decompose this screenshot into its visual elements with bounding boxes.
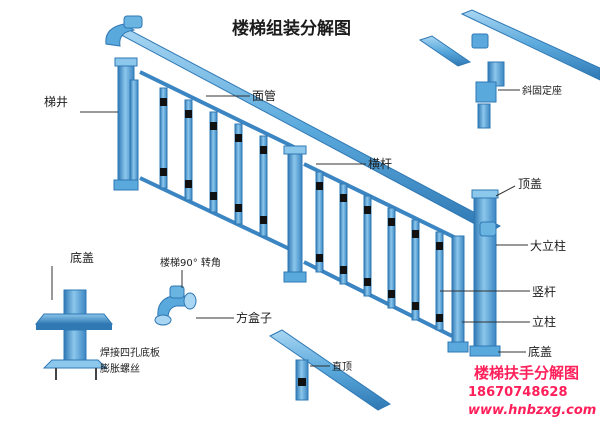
label-top-joint: 直顶 (332, 360, 352, 373)
upper-bar-bottom (139, 176, 297, 254)
upper-balusters (159, 87, 268, 237)
big-newel-post (473, 193, 497, 355)
label-baluster: 竖杆 (532, 285, 556, 299)
label-bolt: 膨胀螺丝 (100, 362, 140, 375)
top-joint-detail (269, 329, 391, 411)
railing-assembly (105, 15, 502, 357)
rail-end-fitting (479, 221, 497, 237)
label-top-rail: 面管 (252, 88, 276, 103)
label-big-post: 大立柱 (530, 238, 566, 253)
watermark-phone: 18670748628 (468, 385, 568, 400)
label-post: 立柱 (532, 314, 556, 329)
right-small-post-base (447, 341, 469, 353)
label-turn: 楼梯90° 转角 (160, 256, 221, 269)
label-base-cap: 底盖 (70, 250, 94, 265)
watermark-title: 楼梯扶手分解图 (474, 364, 579, 382)
watermark-url: www.hnbzxg.com (468, 403, 596, 418)
label-weld-plate: 焊接四孔底板 (100, 346, 160, 359)
upper-bar-top (139, 70, 301, 152)
label-bottom-cap: 底盖 (528, 344, 552, 359)
base-cap-detail (34, 289, 114, 380)
right-small-post (451, 235, 465, 353)
big-newel-base (469, 345, 501, 357)
top-rail-elbow (105, 23, 136, 47)
middle-post-cap (283, 145, 307, 155)
watermark: 楼梯扶手分解图 18670748628 www.hnbzxg.com (468, 364, 596, 418)
left-newel-cap (114, 57, 138, 67)
middle-post-base (283, 271, 307, 283)
label-top-cap: 顶盖 (518, 177, 542, 191)
diagram-title: 楼梯组装分解图 (232, 18, 351, 39)
label-diag-base: 斜固定座 (522, 84, 562, 97)
lower-balusters (315, 171, 444, 331)
lower-bar-bottom (303, 260, 453, 338)
lower-bar-top (303, 162, 461, 242)
top-turn-fitting (123, 15, 143, 29)
turn-fitting-detail (154, 285, 197, 326)
label-box: 方盒子 (236, 310, 272, 325)
top-rail (110, 25, 502, 233)
label-rail-bar: 横杆 (368, 157, 392, 171)
middle-post (287, 149, 303, 283)
label-stair-well: 梯井 (44, 95, 68, 109)
diag-base-detail (418, 9, 600, 129)
leader-lines (51, 89, 530, 367)
left-newel-base (113, 179, 139, 191)
left-inner-post (129, 79, 139, 181)
big-newel-top (471, 189, 499, 199)
